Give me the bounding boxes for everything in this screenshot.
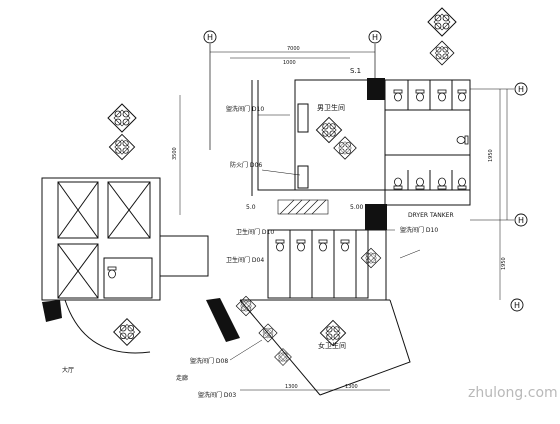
axis-bubble-right-middle: H xyxy=(514,213,528,227)
dimension-left-vertical: 3500 xyxy=(172,147,178,160)
fixture-icon xyxy=(429,40,455,66)
lower-toilet-room xyxy=(239,229,411,396)
door-tag-g: 卫生间门 D10 xyxy=(236,228,274,236)
door-tag-c: 盥洗间门 D10 xyxy=(400,226,438,234)
dimension-right-b: 1950 xyxy=(501,257,507,270)
fixture-icon xyxy=(333,136,357,160)
dimension-right-a: 1950 xyxy=(488,149,494,162)
axis-bubble-top-left: H xyxy=(203,30,217,44)
structural-columns xyxy=(42,78,387,342)
axis-bubble-right-top: H xyxy=(514,82,528,96)
wc-fixtures-upper xyxy=(393,89,469,190)
dryer-label: DRYER TANKER xyxy=(408,212,454,219)
fixture-icon xyxy=(107,103,137,133)
fixture-icon xyxy=(360,247,382,269)
fixture-icon xyxy=(315,116,343,144)
axis-label-right-bottom: H xyxy=(514,301,520,310)
door-tag-d: 卫生间门 D04 xyxy=(226,256,264,264)
watermark-text: zhulong.com xyxy=(468,385,558,401)
dim-note-right: 5.00 xyxy=(350,204,364,211)
axis-label-right-top: H xyxy=(518,85,524,94)
door-tag-f: 盥洗间门 D03 xyxy=(198,391,236,399)
leader-lines xyxy=(229,114,421,361)
dimension-top-overall: 7000 xyxy=(287,46,300,52)
wc-icon xyxy=(107,266,117,279)
fixture-icon xyxy=(427,7,457,37)
door-tag-a: 盥洗间门 D10 xyxy=(226,105,264,113)
corridor-label: 走廊 xyxy=(176,374,188,382)
lobby-label: 大厅 xyxy=(62,366,74,374)
fixture-icon xyxy=(108,133,136,161)
axis-label-top-middle: H xyxy=(372,33,378,42)
room-label-mens: 男卫生间 xyxy=(317,103,345,112)
axis-label-right-middle: H xyxy=(518,216,524,225)
grid-axis-right: H H H xyxy=(470,82,528,312)
axis-bubble-top-middle: H xyxy=(368,30,382,44)
dimension-bottom-a: 1300 xyxy=(285,384,298,390)
door-tag-b: 防火门 D06 xyxy=(230,161,262,169)
fixture-icon xyxy=(235,295,257,317)
room-label-womens: 女卫生间 xyxy=(318,341,346,350)
grid-axis-top: H H xyxy=(203,30,382,150)
fixture-icon xyxy=(113,318,141,346)
elevator-block xyxy=(41,177,209,354)
watermark: zhulong.com xyxy=(468,385,558,401)
dimension-lines xyxy=(179,51,508,391)
shelf-tag: 5.0 xyxy=(246,204,256,211)
door-tag-e: 盥洗间门 D08 xyxy=(190,357,228,365)
dimension-top-segment: 1000 xyxy=(283,60,296,66)
fixture-tag-top: S.1 xyxy=(350,67,361,75)
upper-toilet-room xyxy=(251,79,471,206)
vanity-counter xyxy=(277,199,329,215)
dimension-bottom-b: 1300 xyxy=(345,384,358,390)
axis-label-top-left: H xyxy=(207,33,213,42)
axis-bubble-right-bottom: H xyxy=(510,298,524,312)
